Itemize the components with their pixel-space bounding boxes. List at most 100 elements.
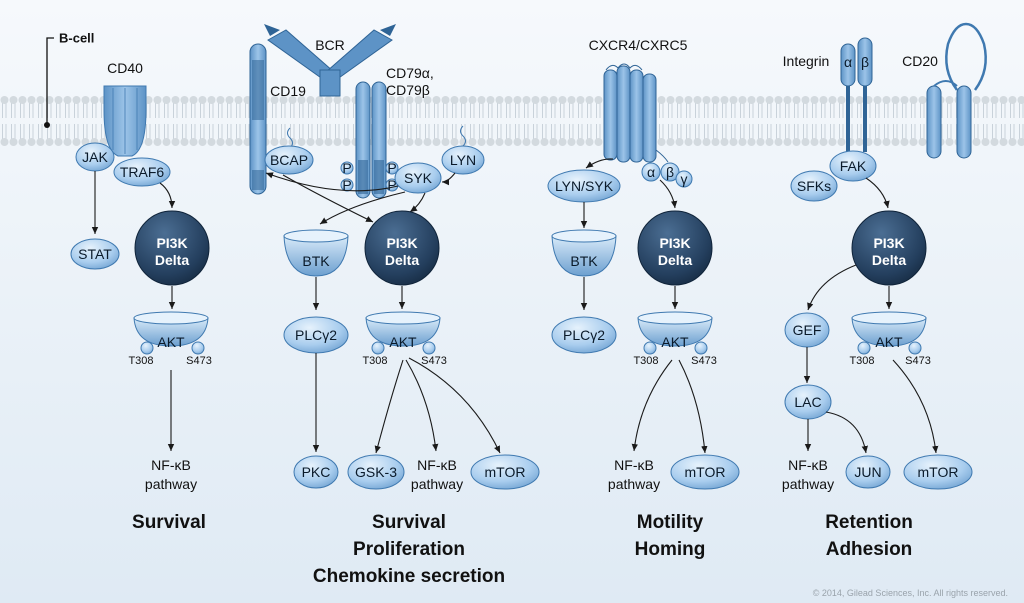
pkc-node <box>293 455 339 489</box>
integrin-label: Integrin <box>783 53 830 69</box>
outcome-4-line-1: Retention <box>825 512 913 533</box>
g-alpha-label: α <box>647 164 655 180</box>
mtor-label-2: mTOR <box>485 464 526 480</box>
outcome-4-line-2: Adhesion <box>826 539 913 560</box>
arrow-bcap-pi3k <box>282 174 374 223</box>
pi3k-label-3: PI3K <box>659 235 690 251</box>
cd19-label: CD19 <box>270 83 306 99</box>
nfkb-label-1: NF-κB <box>151 457 191 473</box>
delta-label-2: Delta <box>385 252 419 268</box>
arrow-traf6-pi3k <box>159 182 176 209</box>
arrow-syk-cd19 <box>265 172 399 192</box>
gef-label: GEF <box>793 322 822 338</box>
s473-label-2: S473 <box>421 355 447 367</box>
outcome-2-line-2: Proliferation <box>353 539 465 560</box>
arrow-akt-nfkb-3 <box>631 359 673 452</box>
pathway-label-2: pathway <box>411 476 463 492</box>
pi3k-delta-node-3 <box>637 210 713 286</box>
arrow-syk-btk <box>319 191 406 225</box>
bcap-node <box>264 145 314 175</box>
outcome-3-line-2: Homing <box>635 539 706 560</box>
cell-membrane <box>0 96 1024 146</box>
akt-node-3 <box>637 311 713 355</box>
cd20-label: CD20 <box>902 53 938 69</box>
s473-label-3: S473 <box>691 355 717 367</box>
stat-label: STAT <box>78 246 112 262</box>
arrow-akt-mtor-4 <box>892 359 939 454</box>
pathway-label-3: pathway <box>608 476 660 492</box>
p-label-2: P <box>342 177 351 193</box>
akt-label-3: AKT <box>661 334 689 350</box>
sfks-node <box>790 170 838 202</box>
b-cell-label: B-cell <box>59 31 94 46</box>
mtor-node-2 <box>470 454 540 490</box>
cd79-receptor <box>355 81 387 199</box>
arrow-syk-pi3k <box>409 192 426 213</box>
lyn-node <box>441 145 485 175</box>
mtor-label-3: mTOR <box>685 464 726 480</box>
btk-node-2 <box>283 229 349 277</box>
s473-label-1: S473 <box>186 355 212 367</box>
syk-label: SYK <box>404 170 433 186</box>
arrow-fak-pi3k <box>865 177 890 209</box>
traf6-label: TRAF6 <box>120 164 165 180</box>
arrow-lac-jun <box>825 411 868 454</box>
akt-node-4 <box>851 311 927 355</box>
syk-node <box>394 162 442 194</box>
btk-label-2: BTK <box>302 253 330 269</box>
akt-label-1: AKT <box>157 334 185 350</box>
cd40-label: CD40 <box>107 60 143 76</box>
b-cell-marker <box>44 37 54 128</box>
arrow-gprotein-pi3k <box>659 179 678 209</box>
lyn-label: LYN <box>450 152 476 168</box>
plc-label-2: PLCγ2 <box>295 327 337 343</box>
copyright-notice: © 2014, Gilead Sciences, Inc. All rights… <box>813 588 1008 598</box>
pi3k-label-2: PI3K <box>386 235 417 251</box>
jun-node <box>845 455 891 489</box>
t308-label-3: T308 <box>633 355 658 367</box>
sfks-label: SFKs <box>797 178 831 194</box>
p-label-1: P <box>342 160 351 176</box>
pi3k-delta-node-4 <box>851 210 927 286</box>
t308-label-4: T308 <box>849 355 874 367</box>
lynsyk-label: LYN/SYK <box>555 178 614 194</box>
arrow-akt-mtor-2 <box>408 357 501 454</box>
delta-label-4: Delta <box>872 252 906 268</box>
integrin-beta-label: β <box>861 54 869 70</box>
outcome-3-line-1: Motility <box>637 512 704 533</box>
pi3k-label-4: PI3K <box>873 235 904 251</box>
lac-label: LAC <box>794 394 821 410</box>
plc-node-3 <box>551 316 617 354</box>
traf6-node <box>113 157 171 187</box>
arrow-akt-nfkb-2 <box>405 359 439 452</box>
gsk3-label: GSK-3 <box>355 464 397 480</box>
mtor-label-4: mTOR <box>918 464 959 480</box>
arrow-akt-gsk3 <box>374 359 404 454</box>
cxcr-label: CXCR4/CXRC5 <box>589 37 688 53</box>
bcr-label: BCR <box>315 37 345 53</box>
cd79b-label: CD79β <box>386 82 430 98</box>
pathway-label-1: pathway <box>145 476 197 492</box>
integrin-receptor <box>840 37 873 152</box>
btk-node-3 <box>551 229 617 277</box>
bcap-label: BCAP <box>270 152 308 168</box>
nfkb-label-3: NF-κB <box>614 457 654 473</box>
mtor-node-4 <box>903 454 973 490</box>
nfkb-label-2: NF-κB <box>417 457 457 473</box>
delta-label-1: Delta <box>155 252 189 268</box>
akt-label-2: AKT <box>389 334 417 350</box>
arrow-cxcr-lynsyk <box>585 158 614 169</box>
pi3k-delta-node-1 <box>134 210 210 286</box>
akt-node-1 <box>133 311 209 355</box>
akt-label-4: AKT <box>875 334 903 350</box>
cxcr-receptor <box>603 63 669 163</box>
pkc-label: PKC <box>302 464 331 480</box>
fak-label: FAK <box>840 158 867 174</box>
cd79a-label: CD79α, <box>386 65 434 81</box>
arrow-lyn-syk <box>441 172 456 186</box>
g-protein <box>641 162 693 188</box>
cd40-receptor <box>103 85 147 157</box>
s473-label-4: S473 <box>905 355 931 367</box>
